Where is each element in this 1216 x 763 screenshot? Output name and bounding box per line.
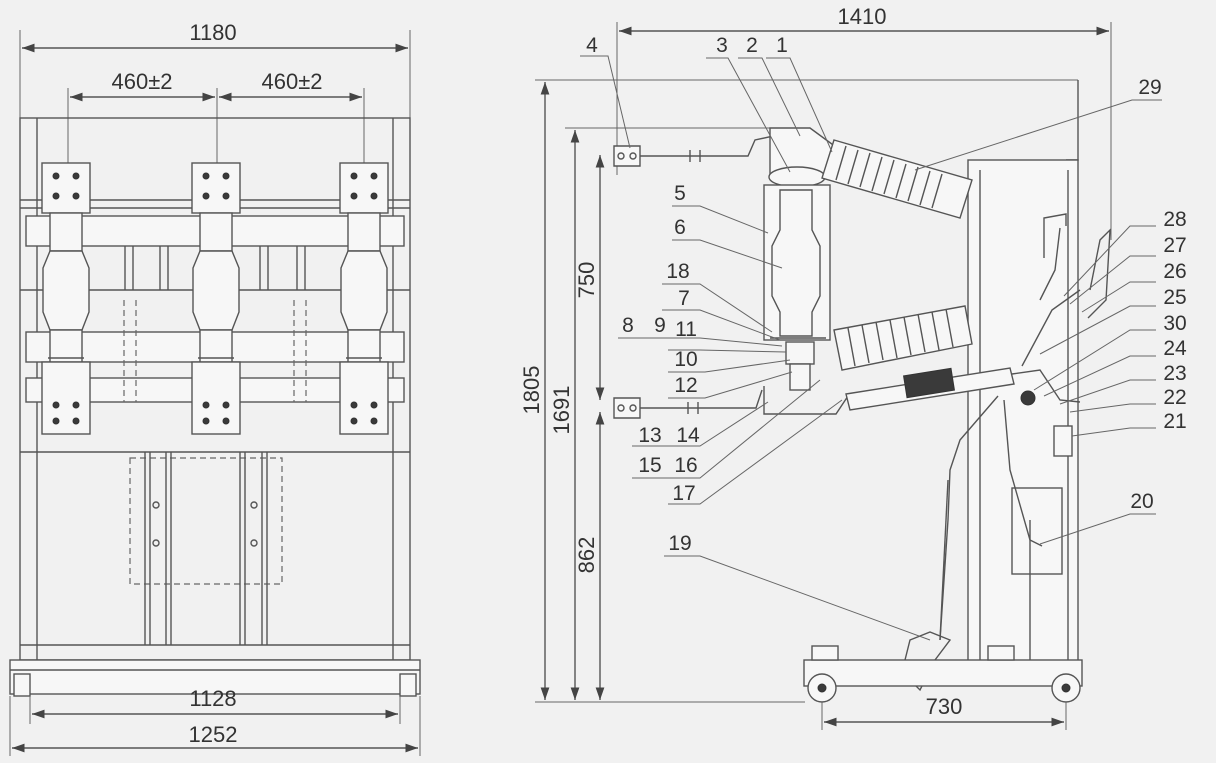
dimension-label-1691: 1691 [549, 386, 574, 435]
front-view: 1180 460±2 460±2 [9, 20, 421, 756]
lower-terminal [613, 389, 763, 419]
callout-6: 6 [674, 216, 686, 239]
trolley-base [803, 645, 1083, 703]
dimension-label-730: 730 [926, 694, 963, 719]
callout-14: 14 [676, 424, 700, 447]
pole-assembly-left [41, 162, 91, 435]
callout-30: 30 [1163, 312, 1186, 335]
dimension-base-width: 1252 [9, 696, 421, 756]
callout-28: 28 [1163, 208, 1186, 231]
dimension-label-1180: 1180 [189, 20, 236, 45]
front-base [9, 659, 421, 697]
dimension-label-460-right: 460±2 [261, 69, 322, 94]
callout-23: 23 [1163, 362, 1186, 385]
pole-assembly-right [339, 162, 389, 435]
dimension-label-460-left: 460±2 [111, 69, 172, 94]
callout-3: 3 [716, 34, 728, 57]
dimension-wheel-track: 1128 [29, 686, 401, 724]
callout-16: 16 [674, 454, 697, 477]
callout-17: 17 [672, 482, 695, 505]
callout-20: 20 [1130, 490, 1153, 513]
callout-13: 13 [638, 424, 661, 447]
upper-insulator [821, 139, 973, 219]
dimension-label-1805: 1805 [519, 366, 544, 415]
callout-19: 19 [668, 532, 691, 555]
callout-5: 5 [674, 182, 686, 205]
pole-body-side [763, 127, 849, 415]
callout-8: 8 [622, 314, 634, 337]
callout-7: 7 [678, 287, 690, 310]
callout-4: 4 [586, 34, 598, 57]
callout-25: 25 [1163, 286, 1186, 309]
pole-assembly-middle [191, 162, 241, 435]
operating-rod [845, 213, 1111, 411]
callout-10: 10 [674, 348, 697, 371]
callout-22: 22 [1163, 386, 1186, 409]
callout-12: 12 [674, 374, 697, 397]
callout-labels: 1 2 3 4 5 6 18 7 8 9 11 10 12 13 14 15 1… [586, 34, 1187, 555]
side-view: 1410 1805 1691 750 862 [519, 4, 1187, 730]
dimension-label-750: 750 [574, 262, 599, 299]
dimension-label-1410: 1410 [838, 4, 887, 29]
dimension-label-1252: 1252 [189, 722, 238, 747]
callout-29: 29 [1138, 76, 1161, 99]
dimension-vertical: 1805 1691 750 862 [519, 79, 1078, 703]
callout-11: 11 [675, 318, 697, 341]
dimension-wheel-base: 730 [821, 694, 1067, 730]
callout-9: 9 [654, 314, 666, 337]
callout-27: 27 [1163, 234, 1186, 257]
dimension-phase-spacing: 460±2 460±2 [67, 69, 365, 165]
side-frame [967, 80, 1079, 669]
lower-insulator [833, 305, 973, 371]
callout-21: 21 [1163, 410, 1186, 433]
callout-2: 2 [746, 34, 758, 57]
callout-18: 18 [666, 260, 689, 283]
dimension-overall-depth: 1410 [616, 4, 1112, 240]
dimension-label-862: 862 [574, 537, 599, 574]
callout-1: 1 [776, 34, 788, 57]
callout-26: 26 [1163, 260, 1186, 283]
callout-24: 24 [1163, 337, 1187, 360]
dimension-label-1128: 1128 [189, 686, 236, 711]
dimension-overall-width: 1180 [19, 20, 411, 118]
callout-leaders [580, 55, 1162, 641]
callout-15: 15 [638, 454, 661, 477]
